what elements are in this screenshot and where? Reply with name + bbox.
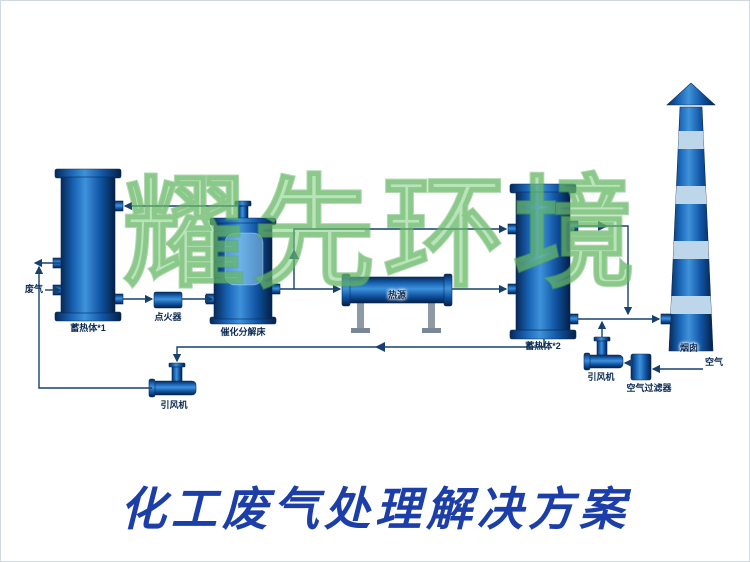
catalytic-bed-vessel xyxy=(205,200,281,325)
regenerator-2-label: 蓄热体*2 xyxy=(525,341,561,351)
chimney-label: 烟囱 xyxy=(679,343,699,353)
flow-arrowheads xyxy=(289,221,608,352)
fan-right-label: 引风机 xyxy=(587,372,615,382)
igniter-box xyxy=(153,291,183,309)
igniter-label: 点火器 xyxy=(154,312,182,322)
pipe-bed-bypass xyxy=(293,224,508,289)
waste-gas-label: 废气 xyxy=(25,284,44,294)
flow-lines xyxy=(33,201,703,389)
page-title: 化工废气处理解决方案 xyxy=(120,484,630,535)
pipe-fan1-to-inlet xyxy=(34,265,152,389)
chimney-stack xyxy=(660,82,716,352)
regenerator-1-label: 蓄热体*1 xyxy=(70,323,106,333)
pipe-vessel2-top-out xyxy=(578,225,633,316)
catalytic-bed-label: 催化分解床 xyxy=(220,327,266,337)
fan-left-label: 引风机 xyxy=(160,400,188,410)
induced-fan-left xyxy=(148,362,197,398)
regenerator-2-vessel xyxy=(507,183,579,340)
heat-source-label: 热源 xyxy=(387,290,407,300)
pipe-vessel2-to-fan1 xyxy=(172,339,545,363)
air-label: 空气 xyxy=(705,357,724,367)
heat-source-cylinder xyxy=(341,273,453,333)
air-filter-box xyxy=(630,353,652,381)
air-filter-label: 空气过滤器 xyxy=(626,383,672,393)
regenerator-1-vessel xyxy=(52,168,124,322)
induced-fan-right xyxy=(583,336,624,371)
